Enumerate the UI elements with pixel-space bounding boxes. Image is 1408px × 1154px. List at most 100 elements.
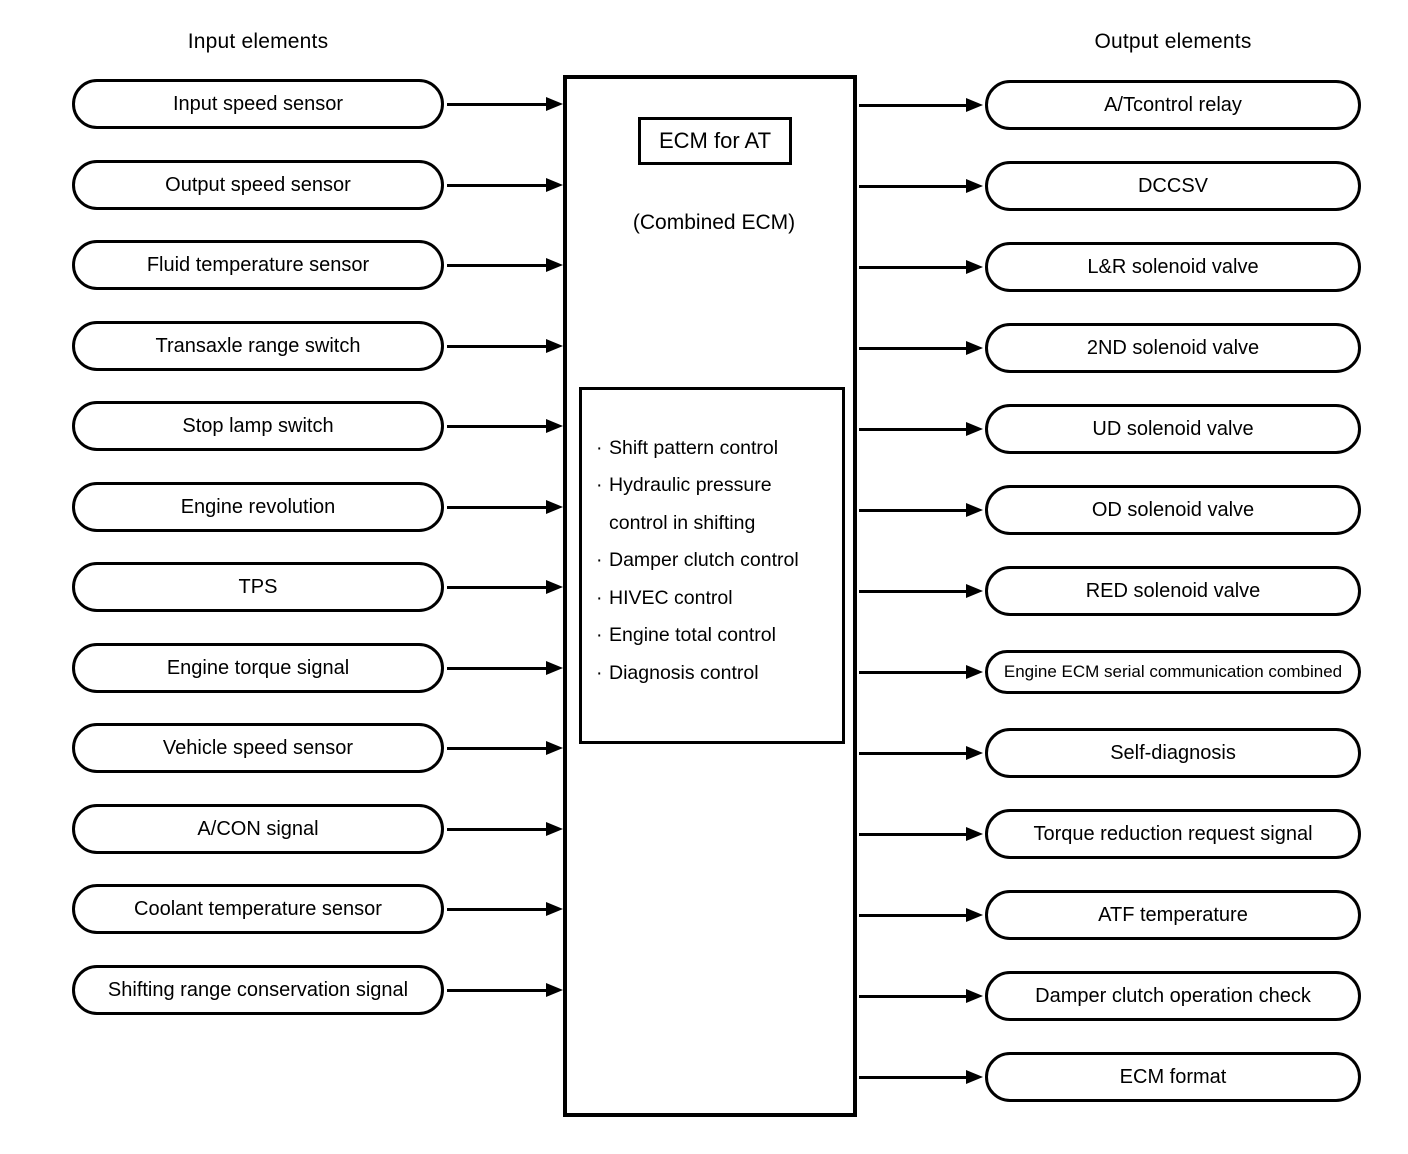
arrow-shaft <box>859 995 968 998</box>
input-element-pill[interactable]: TPS <box>72 562 444 612</box>
output-arrow <box>859 341 983 355</box>
input-element-pill[interactable]: Output speed sensor <box>72 160 444 210</box>
arrow-shaft <box>859 590 968 593</box>
arrow-shaft <box>859 104 968 107</box>
control-function-item: Damper clutch control <box>596 542 842 580</box>
arrow-shaft <box>859 428 968 431</box>
arrow-head <box>966 503 983 517</box>
arrow-shaft <box>859 509 968 512</box>
arrow-shaft <box>859 914 968 917</box>
output-element-pill[interactable]: Self-diagnosis <box>985 728 1361 778</box>
input-element-label: Output speed sensor <box>165 174 351 196</box>
output-element-pill[interactable]: OD solenoid valve <box>985 485 1361 535</box>
arrow-shaft <box>447 506 548 509</box>
arrow-head <box>546 500 563 514</box>
output-element-pill[interactable]: Torque reduction request signal <box>985 809 1361 859</box>
output-arrow <box>859 260 983 274</box>
arrow-head <box>546 97 563 111</box>
output-arrow <box>859 665 983 679</box>
input-arrow <box>447 339 563 353</box>
ecm-title-box: ECM for AT <box>638 117 792 165</box>
output-arrow <box>859 584 983 598</box>
input-element-pill[interactable]: Input speed sensor <box>72 79 444 129</box>
arrow-shaft <box>859 833 968 836</box>
input-element-label: Transaxle range switch <box>155 335 361 357</box>
output-element-pill[interactable]: L&R solenoid valve <box>985 242 1361 292</box>
input-element-label: Stop lamp switch <box>182 415 334 437</box>
input-element-label: Engine torque signal <box>166 657 350 679</box>
input-element-pill[interactable]: Transaxle range switch <box>72 321 444 371</box>
arrow-shaft <box>447 345 548 348</box>
output-element-pill[interactable]: Damper clutch operation check <box>985 971 1361 1021</box>
arrow-shaft <box>859 185 968 188</box>
arrow-shaft <box>447 264 548 267</box>
arrow-shaft <box>447 425 548 428</box>
arrow-head <box>966 746 983 760</box>
output-element-label: A/Tcontrol relay <box>1104 94 1242 116</box>
arrow-shaft <box>447 989 548 992</box>
arrow-shaft <box>447 747 548 750</box>
arrow-head <box>546 741 563 755</box>
control-function-item: Hydraulic pressure control in shifting <box>596 467 842 542</box>
output-element-pill[interactable]: DCCSV <box>985 161 1361 211</box>
output-element-label: ECM format <box>1119 1066 1227 1088</box>
input-element-pill[interactable]: Shifting range conservation signal <box>72 965 444 1015</box>
arrow-head <box>546 983 563 997</box>
arrow-head <box>966 341 983 355</box>
output-element-label: DCCSV <box>1137 175 1208 197</box>
output-element-pill[interactable]: 2ND solenoid valve <box>985 323 1361 373</box>
arrow-shaft <box>447 586 548 589</box>
input-element-pill[interactable]: Engine revolution <box>72 482 444 532</box>
output-arrow <box>859 989 983 1003</box>
input-arrow <box>447 580 563 594</box>
input-arrow <box>447 258 563 272</box>
output-element-pill[interactable]: A/Tcontrol relay <box>985 80 1361 130</box>
output-element-pill[interactable]: ECM format <box>985 1052 1361 1102</box>
arrow-head <box>546 178 563 192</box>
arrow-head <box>966 584 983 598</box>
arrow-shaft <box>859 671 968 674</box>
input-element-label: Engine revolution <box>180 496 336 518</box>
arrow-shaft <box>447 828 548 831</box>
arrow-shaft <box>447 103 548 106</box>
arrow-shaft <box>447 667 548 670</box>
input-element-pill[interactable]: Coolant temperature sensor <box>72 884 444 934</box>
input-element-pill[interactable]: Engine torque signal <box>72 643 444 693</box>
output-arrow <box>859 1070 983 1084</box>
output-element-pill[interactable]: Engine ECM serial communication combined <box>985 650 1361 694</box>
input-element-pill[interactable]: Stop lamp switch <box>72 401 444 451</box>
input-element-label: A/CON signal <box>197 818 319 840</box>
arrow-head <box>966 1070 983 1084</box>
input-arrow <box>447 902 563 916</box>
arrow-head <box>966 665 983 679</box>
arrow-shaft <box>859 347 968 350</box>
input-arrow <box>447 741 563 755</box>
output-element-label: RED solenoid valve <box>1085 580 1261 602</box>
input-element-pill[interactable]: Fluid temperature sensor <box>72 240 444 290</box>
arrow-head <box>966 989 983 1003</box>
input-arrow <box>447 97 563 111</box>
arrow-head <box>546 339 563 353</box>
output-element-pill[interactable]: RED solenoid valve <box>985 566 1361 616</box>
input-element-label: Input speed sensor <box>172 93 344 115</box>
output-element-pill[interactable]: UD solenoid valve <box>985 404 1361 454</box>
arrow-head <box>966 827 983 841</box>
input-arrow <box>447 178 563 192</box>
output-element-label: Torque reduction request signal <box>1033 823 1313 845</box>
output-element-label: Damper clutch operation check <box>1035 985 1311 1007</box>
input-element-label: Coolant temperature sensor <box>134 898 382 920</box>
output-arrow <box>859 503 983 517</box>
input-arrow <box>447 822 563 836</box>
control-functions-list: Shift pattern controlHydraulic pressure … <box>596 430 842 693</box>
input-element-pill[interactable]: Vehicle speed sensor <box>72 723 444 773</box>
arrow-head <box>966 260 983 274</box>
output-elements-header: Output elements <box>1094 30 1252 53</box>
output-element-pill[interactable]: ATF temperature <box>985 890 1361 940</box>
arrow-shaft <box>859 752 968 755</box>
arrow-head <box>966 422 983 436</box>
output-element-label: OD solenoid valve <box>1091 499 1255 521</box>
input-arrow <box>447 983 563 997</box>
output-arrow <box>859 422 983 436</box>
input-element-pill[interactable]: A/CON signal <box>72 804 444 854</box>
ecm-central-block: ECM for AT (Combined ECM) Shift pattern … <box>563 75 857 1117</box>
